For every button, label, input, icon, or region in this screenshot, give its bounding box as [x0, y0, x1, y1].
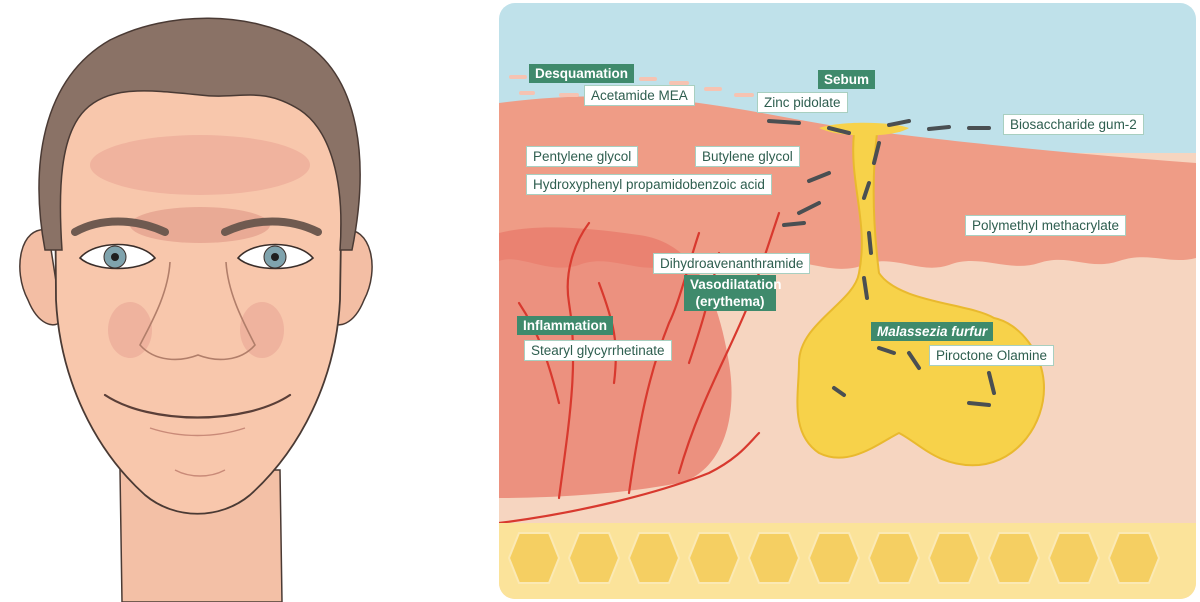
right-eyebrow — [221, 217, 322, 236]
left-pupil — [111, 253, 119, 261]
lower-lip — [149, 427, 246, 437]
skin-cross-section: Desquamation Acetamide MEA Sebum Zinc pi… — [499, 3, 1196, 599]
label-biosaccharide-gum-2: Biosaccharide gum-2 — [1003, 114, 1144, 135]
label-pentylene-glycol: Pentylene glycol — [526, 146, 639, 167]
face-shape — [54, 54, 343, 515]
mouth — [103, 393, 292, 419]
fat-cells — [507, 532, 1161, 584]
label-polymethyl-methacrylate: Polymethyl methacrylate — [965, 215, 1127, 236]
hair — [38, 17, 361, 251]
label-zinc-pidolate: Zinc pidolate — [757, 92, 848, 113]
label-butylene-glycol: Butylene glycol — [695, 146, 800, 167]
label-piroctone-olamine: Piroctone Olamine — [929, 345, 1055, 366]
nose-rash-right — [240, 302, 284, 358]
left-eyebrow — [71, 217, 169, 236]
chin — [174, 469, 226, 477]
label-acetamide-mea: Acetamide MEA — [584, 85, 695, 106]
label-inflammation: Inflammation — [517, 316, 614, 335]
label-sebum: Sebum — [818, 70, 876, 89]
label-dihydroavenanthramide: Dihydroavenanthramide — [653, 253, 811, 274]
left-ear — [19, 229, 63, 326]
label-vasodilatation: Vasodilatation (erythema) — [684, 275, 782, 311]
label-stearyl-glycyrrhetinate: Stearyl glycyrrhetinate — [524, 340, 672, 361]
label-malassezia-furfur: Malassezia furfur — [871, 322, 994, 341]
right-pupil — [271, 253, 279, 261]
label-desquamation: Desquamation — [529, 64, 635, 83]
face-illustration — [19, 17, 373, 602]
nose — [139, 261, 256, 361]
sebaceous-gland — [796, 132, 1046, 467]
label-hydroxyphenyl-propamidobenzoic-acid: Hydroxyphenyl propamidobenzoic acid — [526, 174, 772, 195]
forehead-rash — [90, 135, 310, 195]
malassezia-dashes — [767, 119, 996, 407]
